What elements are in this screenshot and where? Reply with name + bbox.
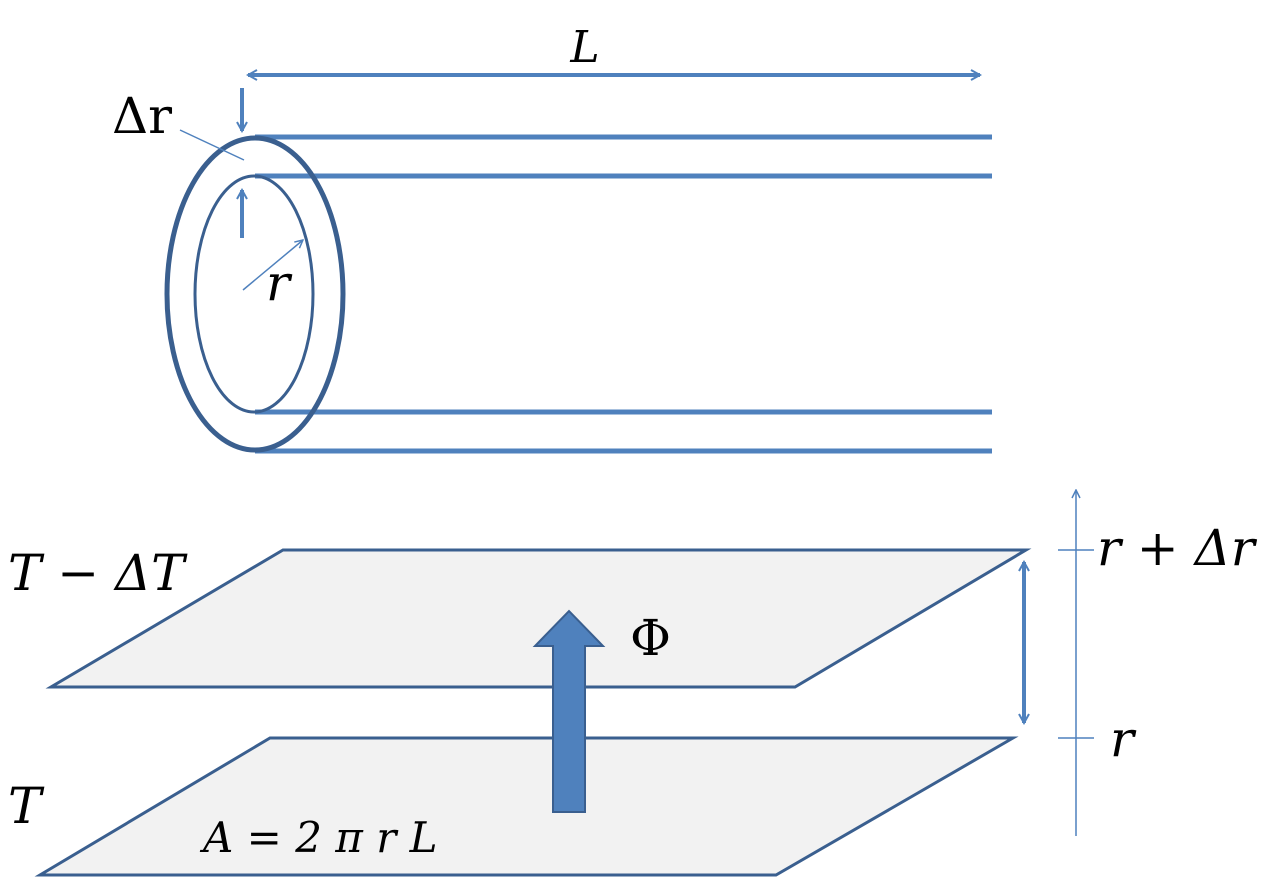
radius-arrow xyxy=(242,240,303,291)
upper-temperature-label: T − ΔT xyxy=(8,544,188,602)
cylinder-inner-ellipse xyxy=(193,174,315,414)
lower-temperature-label: T xyxy=(8,777,45,835)
axis-lower-label: r xyxy=(1110,710,1137,768)
flux-label: Φ xyxy=(630,609,671,667)
radius-label: r xyxy=(266,254,293,312)
length-label: L xyxy=(569,22,599,73)
cylinder-outer-ellipse xyxy=(164,135,346,453)
delta-r-leader-line xyxy=(179,129,245,161)
axis-upper-label: r + Δr xyxy=(1097,519,1258,577)
cylinder xyxy=(164,134,992,454)
delta-r-label: Δr xyxy=(112,87,172,145)
upper-plane xyxy=(45,548,1032,689)
lower-plane xyxy=(34,736,1019,877)
area-formula-label: A = 2 π r L xyxy=(199,813,438,862)
flux-arrow xyxy=(532,609,606,813)
